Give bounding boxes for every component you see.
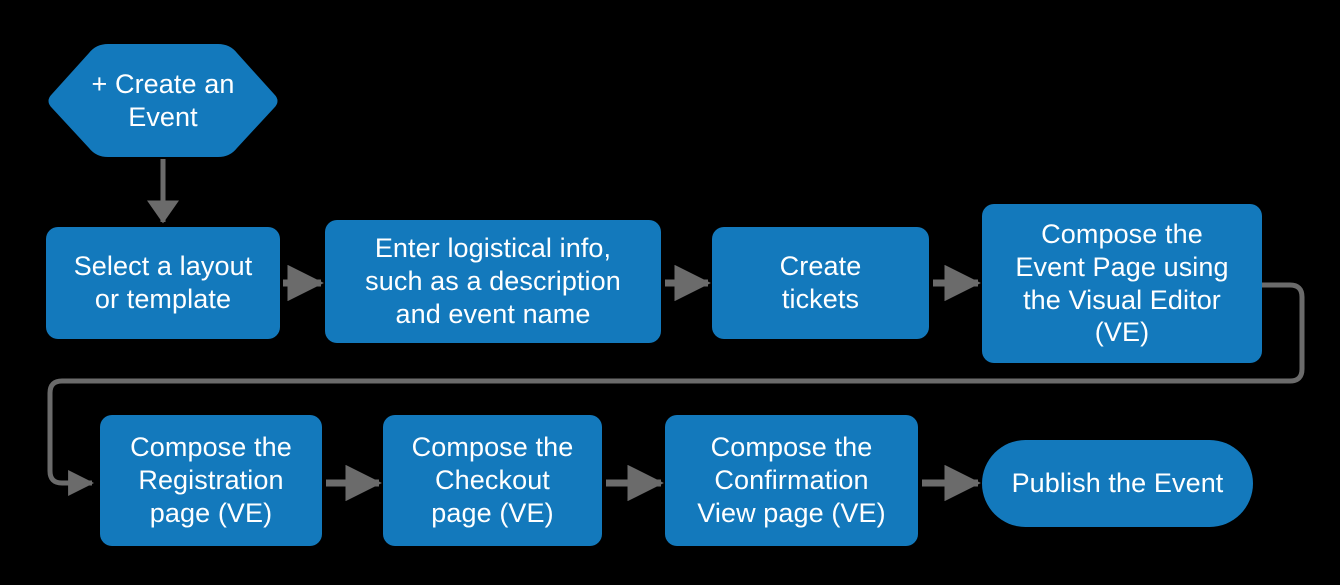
connector-compose-event-page-to-compose-registration (47, 282, 1305, 496)
node-shape-select-layout[interactable] (46, 227, 280, 339)
node-shape-publish-the-event[interactable] (982, 440, 1253, 527)
node-shape-enter-logistical-info[interactable] (325, 220, 661, 343)
node-shape-create-an-event[interactable] (48, 44, 278, 157)
node-shape-compose-event-page[interactable] (982, 204, 1262, 363)
node-shape-compose-confirmation[interactable] (665, 415, 918, 546)
node-shape-create-tickets[interactable] (712, 227, 929, 339)
node-shape-compose-checkout[interactable] (383, 415, 602, 546)
node-shape-compose-registration[interactable] (100, 415, 322, 546)
